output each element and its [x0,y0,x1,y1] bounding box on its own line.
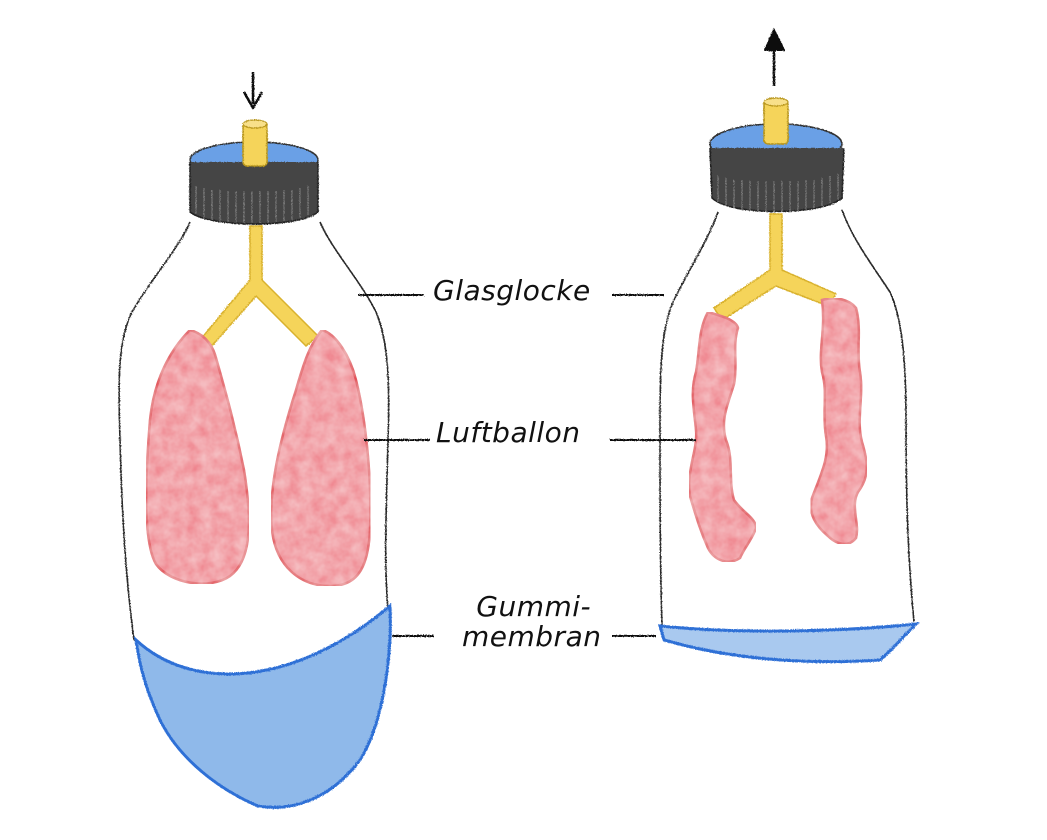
right-glass-bell [659,209,915,627]
right-rubber-membrane [657,622,921,664]
leader-lines [358,294,696,637]
left-y-tube [198,225,320,350]
label-gummimembran: Gummi- membran [462,590,601,652]
right-y-tube [712,213,838,322]
label-gummimembran-line2: membran [462,620,602,653]
right-balloon-left [687,310,758,563]
left-model [118,72,392,809]
label-gummimembran-line1: Gummi- [476,590,592,623]
label-glasglocke: Glasglocke [433,274,591,307]
right-stopper [709,97,845,213]
left-rubber-membrane [133,602,392,809]
left-balloon-right [269,328,372,588]
arrow-up-icon [763,27,786,86]
label-luftballon: Luftballon [436,416,581,449]
right-balloon-right [809,297,868,546]
right-model [657,27,921,664]
left-stopper [189,119,319,225]
left-glass-bell [118,221,390,641]
arrow-down-icon [242,72,264,110]
left-balloon-left [144,328,251,585]
